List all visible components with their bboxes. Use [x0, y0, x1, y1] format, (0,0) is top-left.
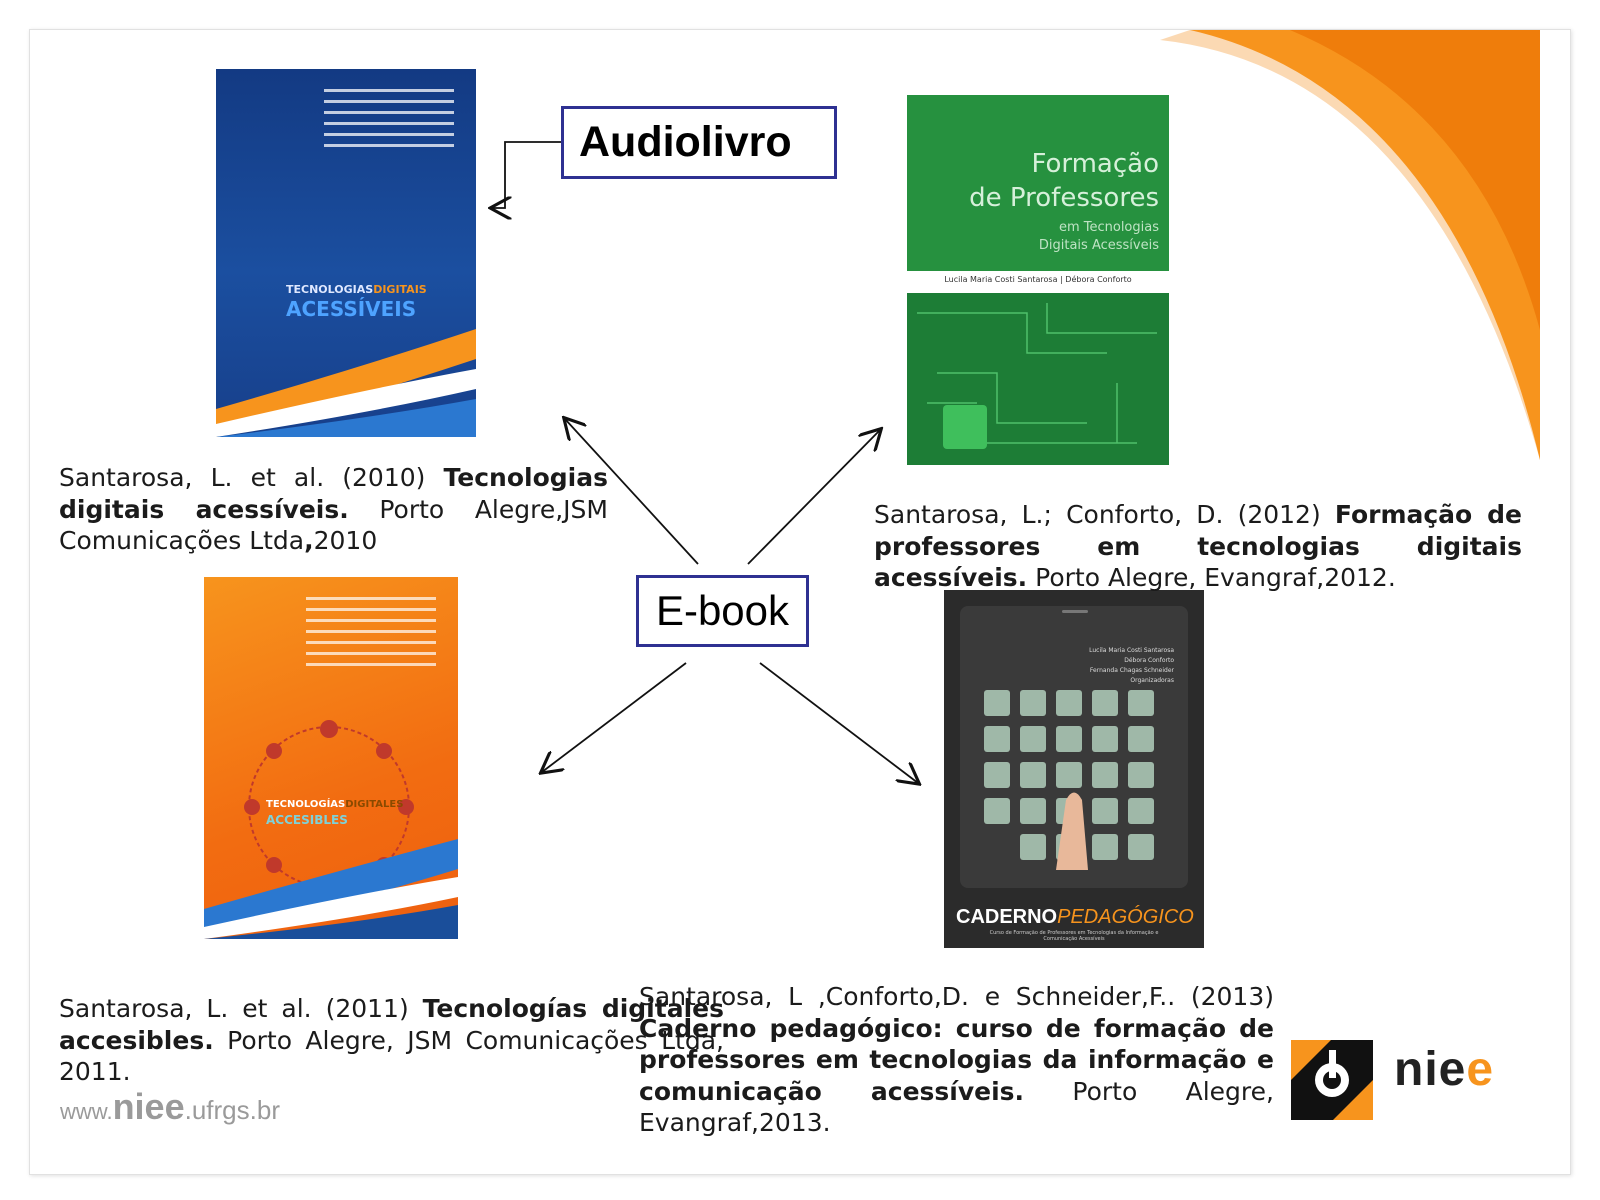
ebook-label: E-book: [655, 587, 790, 634]
reference-2: Santarosa, L.; Conforto, D. (2012) Forma…: [874, 500, 1522, 592]
cover-series: TECNOLOGÍASDIGITALES: [266, 799, 404, 810]
audiobook-label: Audiolivro: [579, 118, 792, 166]
cover-subtitle: Curso de Formação de Professores em Tecn…: [989, 930, 1159, 942]
reference-4: Santarosa, L ,Conforto,D. e Schneider,F.…: [639, 982, 1274, 1137]
book-cover-tecnologias-digitales-accesibles: TECNOLOGÍASDIGITALES ACCESIBLES: [204, 577, 458, 939]
circuit-pattern: [907, 293, 1169, 465]
cover-title: ACESSÍVEIS: [286, 297, 417, 321]
book-cover-formacao-de-professores: Formação de Professores em Tecnologias D…: [907, 95, 1169, 465]
cover-authors: Lucila Maria Costi Santarosa | Débora Co…: [944, 275, 1132, 284]
footer-url: www.niee.ufrgs.br: [60, 1086, 280, 1127]
cover-title: Formação de Professores: [969, 149, 1159, 213]
cover-stripes: [204, 839, 458, 939]
slide: TECNOLOGIASDIGITAIS ACESSÍVEIS Formação …: [29, 29, 1571, 1175]
ebook-label-box: E-book: [636, 575, 809, 647]
app-icon-grid: [984, 690, 1154, 870]
reference-1: Santarosa, L. et al. (2010) Tecnologias …: [59, 463, 608, 555]
audiobook-label-box: Audiolivro: [561, 106, 837, 179]
accessibility-icons-ring: [244, 720, 414, 888]
cover-stripes: [216, 329, 476, 437]
cover-series: TECNOLOGIASDIGITAIS: [286, 283, 427, 296]
cover-editors: Lucila Maria Costi Santarosa Débora Conf…: [1089, 647, 1174, 684]
niee-logo-icon: [1291, 1040, 1373, 1120]
cover-subtitle: em Tecnologias Digitais Acessíveis: [1038, 220, 1159, 253]
book-cover-caderno-pedagogico: Lucila Maria Costi Santarosa Débora Conf…: [944, 590, 1204, 948]
cover-title: CADERNOPEDAGÓGICO: [956, 906, 1194, 928]
book-cover-tecnologias-digitais-acessiveis: TECNOLOGIASDIGITAIS ACESSÍVEIS: [216, 69, 476, 437]
cover-credits: [306, 597, 436, 674]
reference-3: Santarosa, L. et al. (2011) Tecnologías …: [59, 994, 724, 1086]
cover-credits: [324, 89, 454, 155]
cover-title: ACCESIBLES: [266, 813, 348, 827]
niee-logo-text: niee: [1394, 1043, 1495, 1096]
